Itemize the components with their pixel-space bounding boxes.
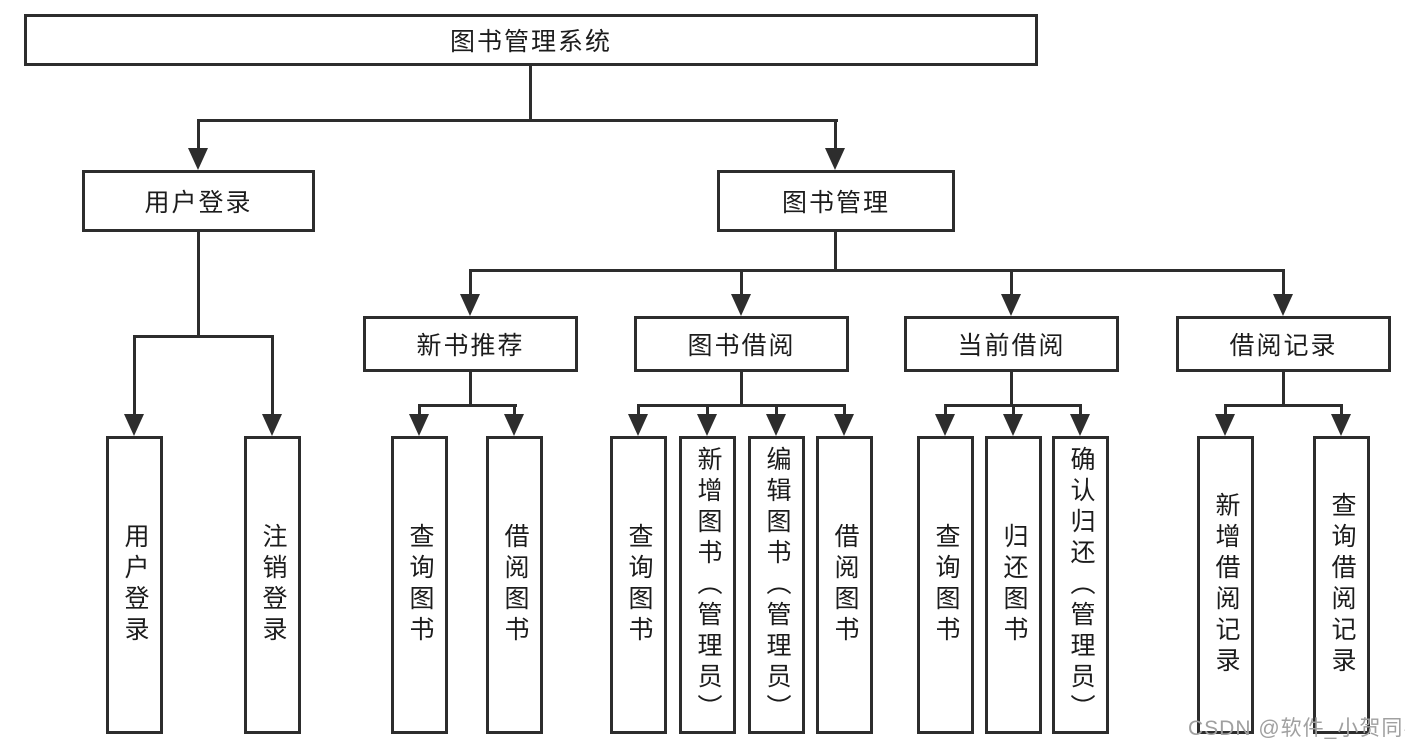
arrowhead-add-book xyxy=(697,414,717,436)
edge-to-borrow-books-recommend xyxy=(513,404,516,416)
edge-to-add-book xyxy=(706,404,709,416)
edge-to-query-books-borrowing xyxy=(637,404,640,416)
arrowhead-user-login xyxy=(188,148,208,170)
leaf-query-borrow-record: 查询借阅记录 xyxy=(1313,436,1370,734)
edge-level2-bar xyxy=(197,119,838,122)
edge-current-trunk xyxy=(1010,370,1013,406)
node-user-login: 用户登录 xyxy=(82,170,315,232)
edge-to-confirm-return xyxy=(1079,404,1082,416)
arrowhead-borrow-books-borrowing xyxy=(834,414,854,436)
arrowhead-edit-book xyxy=(766,414,786,436)
arrowhead-query-books-borrowing xyxy=(628,414,648,436)
arrowhead-leaf-user-login xyxy=(124,414,144,436)
node-book-borrowing: 图书借阅 xyxy=(634,316,849,372)
edge-to-user-login xyxy=(197,119,200,150)
edge-records-trunk xyxy=(1282,370,1285,406)
arrowhead-borrow-books-recommend xyxy=(504,414,524,436)
leaf-confirm-return-admin: 确认归还（管理员） xyxy=(1052,436,1109,734)
arrowhead-leaf-logout xyxy=(262,414,282,436)
edge-borrowing-bar xyxy=(637,404,846,407)
leaf-logout: 注销登录 xyxy=(244,436,301,734)
leaf-query-books-current: 查询图书 xyxy=(917,436,974,734)
edge-to-query-books-recommend xyxy=(418,404,421,416)
csdn-watermark: CSDN @软件_小贺同学 xyxy=(1188,717,1405,740)
edge-to-return-book xyxy=(1012,404,1015,416)
edge-to-add-borrow-record xyxy=(1224,404,1227,416)
leaf-user-login: 用户登录 xyxy=(106,436,163,734)
edge-to-leaf-user-login xyxy=(133,335,136,416)
arrowhead-query-books-current xyxy=(935,414,955,436)
edge-to-borrow-books-borrowing xyxy=(843,404,846,416)
leaf-borrow-books-recommend: 借阅图书 xyxy=(486,436,543,734)
edge-to-book-borrowing xyxy=(740,269,743,296)
arrowhead-new-book-recommend xyxy=(460,294,480,316)
arrowhead-current-borrowing xyxy=(1001,294,1021,316)
edge-root-trunk xyxy=(529,66,532,121)
arrowhead-return-book xyxy=(1003,414,1023,436)
edge-to-current-borrowing xyxy=(1010,269,1013,296)
arrowhead-query-borrow-record xyxy=(1331,414,1351,436)
edge-user-login-bar xyxy=(133,335,274,338)
edge-to-query-books-current xyxy=(944,404,947,416)
edge-to-edit-book xyxy=(775,404,778,416)
node-borrowing-records: 借阅记录 xyxy=(1176,316,1391,372)
node-book-management: 图书管理 xyxy=(717,170,955,232)
arrowhead-confirm-return xyxy=(1070,414,1090,436)
edge-to-leaf-logout xyxy=(271,335,274,416)
arrowhead-add-borrow-record xyxy=(1215,414,1235,436)
node-library-management-system: 图书管理系统 xyxy=(24,14,1038,66)
edge-recommend-trunk xyxy=(469,370,472,406)
edge-recommend-bar xyxy=(418,404,517,407)
leaf-add-borrow-record: 新增借阅记录 xyxy=(1197,436,1254,734)
edge-to-borrowing-records xyxy=(1282,269,1285,296)
edge-level3-bar xyxy=(469,269,1285,272)
leaf-edit-book-admin: 编辑图书（管理员） xyxy=(748,436,805,734)
edge-book-management-trunk xyxy=(834,231,837,271)
edge-to-query-borrow-record xyxy=(1340,404,1343,416)
edge-to-new-book-recommend xyxy=(469,269,472,296)
arrowhead-book-borrowing xyxy=(731,294,751,316)
arrowhead-borrowing-records xyxy=(1273,294,1293,316)
leaf-return-book: 归还图书 xyxy=(985,436,1042,734)
edge-user-login-trunk xyxy=(197,231,200,337)
node-current-borrowing: 当前借阅 xyxy=(904,316,1119,372)
leaf-add-book-admin: 新增图书（管理员） xyxy=(679,436,736,734)
edge-records-bar xyxy=(1224,404,1343,407)
leaf-query-books-recommend: 查询图书 xyxy=(391,436,448,734)
node-new-book-recommend: 新书推荐 xyxy=(363,316,578,372)
edge-to-book-management xyxy=(834,119,837,150)
arrowhead-query-books-recommend xyxy=(409,414,429,436)
edge-borrowing-trunk xyxy=(740,370,743,406)
leaf-borrow-books-borrowing: 借阅图书 xyxy=(816,436,873,734)
leaf-query-books-borrowing: 查询图书 xyxy=(610,436,667,734)
arrowhead-book-management xyxy=(825,148,845,170)
